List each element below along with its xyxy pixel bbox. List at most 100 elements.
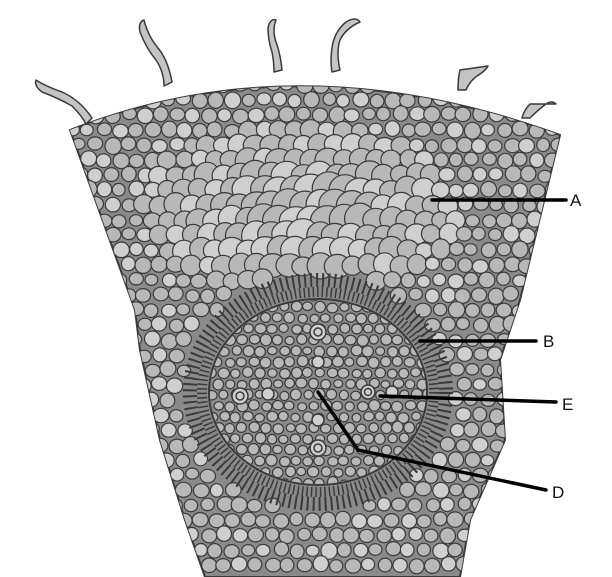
cell <box>327 368 338 378</box>
cell <box>512 121 528 136</box>
cell <box>345 78 360 94</box>
cell <box>66 124 80 136</box>
cell <box>415 122 431 136</box>
cell <box>536 319 549 332</box>
cell <box>490 527 505 542</box>
cell <box>159 453 174 468</box>
cell <box>88 407 104 423</box>
cell <box>489 168 503 180</box>
cell <box>104 319 120 333</box>
cell <box>576 93 589 105</box>
cell <box>352 514 367 529</box>
cell <box>522 287 538 302</box>
cell <box>286 466 296 476</box>
cell <box>569 140 582 152</box>
cell <box>346 313 356 322</box>
cell <box>113 273 127 287</box>
cell <box>41 315 57 331</box>
cell <box>474 348 489 360</box>
cell <box>80 512 96 526</box>
cell <box>381 402 391 411</box>
cell <box>50 123 65 138</box>
cell <box>457 377 471 390</box>
cell <box>496 424 511 438</box>
cell <box>528 452 544 467</box>
cell <box>285 336 294 344</box>
cell <box>144 304 158 318</box>
cell <box>35 275 48 288</box>
cell <box>425 257 439 270</box>
cell <box>129 333 142 345</box>
cell <box>249 400 260 410</box>
cell <box>399 433 409 443</box>
cell <box>388 347 398 358</box>
cell <box>351 391 361 400</box>
cell <box>334 469 343 478</box>
cell <box>307 467 318 478</box>
cell <box>553 109 566 120</box>
cell <box>489 229 502 241</box>
cell <box>455 107 471 121</box>
cell <box>56 378 71 393</box>
cell <box>192 93 207 108</box>
cell <box>80 485 94 497</box>
cell <box>136 529 150 542</box>
cell <box>129 92 145 106</box>
cell <box>181 255 202 276</box>
cell <box>153 348 167 362</box>
cell <box>162 121 178 137</box>
cell <box>448 302 464 318</box>
cell <box>456 439 470 452</box>
cell <box>137 408 152 421</box>
cell <box>34 423 47 435</box>
cell <box>121 78 137 94</box>
cell <box>345 445 354 454</box>
cell <box>266 455 277 467</box>
cell <box>441 317 455 331</box>
cell <box>412 412 421 420</box>
cell <box>339 413 348 422</box>
cell <box>424 77 439 93</box>
cell <box>207 122 222 137</box>
cell <box>560 92 576 107</box>
cell <box>505 439 519 452</box>
cell <box>255 456 265 466</box>
cell <box>288 94 301 107</box>
root-hair <box>522 102 556 118</box>
cell <box>42 290 55 301</box>
cell <box>255 347 266 358</box>
cell <box>417 276 430 288</box>
cell <box>73 349 89 363</box>
cell <box>192 63 206 78</box>
cell <box>441 288 455 303</box>
cell <box>578 482 592 495</box>
cell <box>464 545 479 558</box>
cell <box>257 65 272 79</box>
cell <box>369 335 378 344</box>
cell <box>466 364 479 375</box>
cell <box>65 514 80 529</box>
cell <box>73 558 86 570</box>
cell <box>41 556 57 572</box>
cell <box>346 380 355 389</box>
cell <box>237 335 248 345</box>
cell <box>231 557 247 572</box>
cell <box>498 63 514 79</box>
cell <box>538 107 551 121</box>
cell <box>48 155 62 168</box>
cell <box>537 379 553 394</box>
cell <box>481 181 497 197</box>
cell <box>278 411 288 421</box>
cell <box>218 109 232 122</box>
cell <box>151 317 166 331</box>
cell <box>272 335 282 345</box>
cell <box>98 364 113 377</box>
cell <box>432 122 446 134</box>
cell <box>431 239 450 259</box>
cell <box>363 434 374 444</box>
cell <box>47 243 62 259</box>
cell <box>121 467 136 482</box>
cell <box>330 528 344 543</box>
xylem-vessel <box>365 389 372 396</box>
cell <box>439 78 455 93</box>
